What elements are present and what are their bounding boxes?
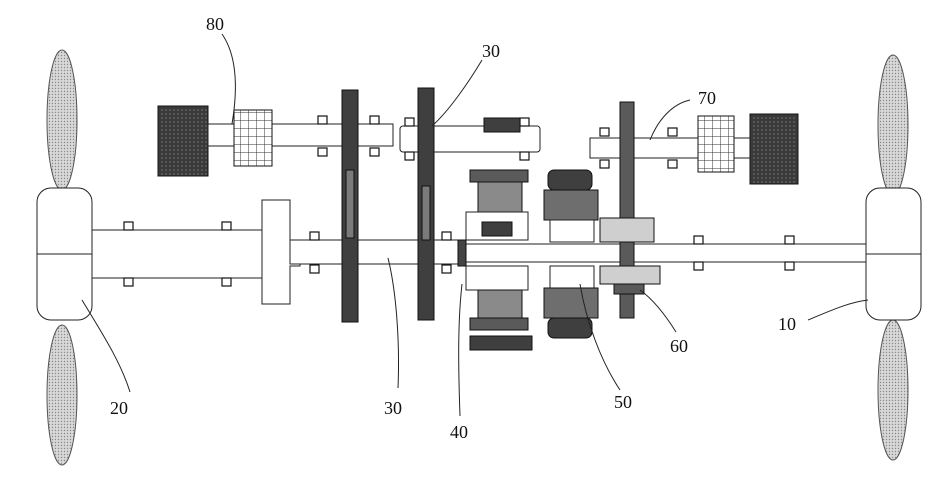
motor-70-stator bbox=[750, 114, 798, 184]
label-30-bottom: 30 bbox=[384, 398, 402, 418]
right-propeller-blade-bottom bbox=[878, 320, 908, 460]
left-propeller bbox=[37, 50, 92, 465]
motor-70-rotor bbox=[698, 116, 734, 172]
label-50: 50 bbox=[614, 392, 632, 412]
label-70: 70 bbox=[698, 88, 716, 108]
right-propeller bbox=[866, 55, 921, 460]
label-60: 60 bbox=[670, 336, 688, 356]
right-propeller-blade-top bbox=[878, 55, 908, 195]
motor-80-stator bbox=[158, 106, 208, 176]
right-main-shaft bbox=[460, 244, 866, 262]
left-main-shaft bbox=[92, 200, 460, 304]
left-propeller-blade-bottom bbox=[47, 325, 77, 465]
left-propeller-blade-top bbox=[47, 50, 77, 190]
label-40: 40 bbox=[450, 422, 468, 442]
reference-labels: 80 30 70 20 30 40 50 60 10 bbox=[110, 14, 796, 442]
label-10: 10 bbox=[778, 314, 796, 334]
label-20: 20 bbox=[110, 398, 128, 418]
label-80: 80 bbox=[206, 14, 224, 34]
motor-80-rotor bbox=[234, 110, 272, 166]
label-30-top: 30 bbox=[482, 41, 500, 61]
